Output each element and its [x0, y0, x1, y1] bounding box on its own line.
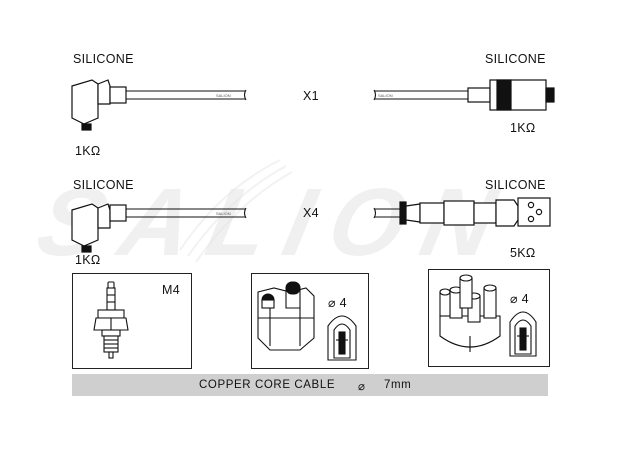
bottom-right-resistance: 5KΩ — [510, 246, 536, 260]
top-cable-left-boot — [71, 79, 127, 131]
diameter-symbol: ⌀ — [358, 381, 366, 393]
top-left-resistance: 1KΩ — [75, 144, 101, 158]
diameter-value: 7mm — [384, 379, 412, 391]
bottom-right-insulation-label: SILICONE — [485, 178, 546, 192]
top-cable-right-boot — [467, 79, 555, 111]
spark-plug-panel — [72, 273, 192, 369]
distributor-terminal-illustration — [509, 311, 537, 357]
top-cable-wire — [126, 89, 468, 101]
bottom-left-insulation-label: SILICONE — [73, 178, 134, 192]
top-right-resistance: 1KΩ — [510, 121, 536, 135]
bottom-left-resistance: 1KΩ — [75, 253, 101, 267]
coil-panel — [251, 273, 369, 369]
top-right-insulation-label: SILICONE — [485, 52, 546, 66]
bottom-cable-left-boot — [71, 203, 127, 253]
distributor-terminal-diameter: ⌀ 4 — [510, 292, 529, 306]
cable-type-text: COPPER CORE CABLE — [199, 379, 336, 391]
svg-text:SALION: SALION — [216, 93, 231, 98]
top-left-insulation-label: SILICONE — [73, 52, 134, 66]
watermark-swoosh — [179, 159, 293, 263]
bottom-cable-right-plug — [399, 197, 551, 227]
coil-terminal-illustration — [327, 315, 357, 361]
cable-spec-bar: COPPER CORE CABLE ⌀ 7mm — [72, 374, 548, 396]
svg-text:SALION: SALION — [216, 211, 231, 216]
spark-plug-thread-label: M4 — [162, 283, 180, 297]
svg-text:SALION: SALION — [378, 93, 393, 98]
coil-cap-illustration — [257, 281, 315, 351]
top-quantity-label: X1 — [303, 89, 319, 103]
bottom-cable-wire — [126, 207, 406, 219]
bottom-quantity-label: X4 — [303, 206, 319, 220]
spark-plug-illustration — [93, 281, 129, 359]
distributor-panel — [428, 269, 550, 367]
distributor-cap-illustration — [439, 274, 501, 352]
coil-terminal-diameter: ⌀ 4 — [328, 296, 347, 310]
